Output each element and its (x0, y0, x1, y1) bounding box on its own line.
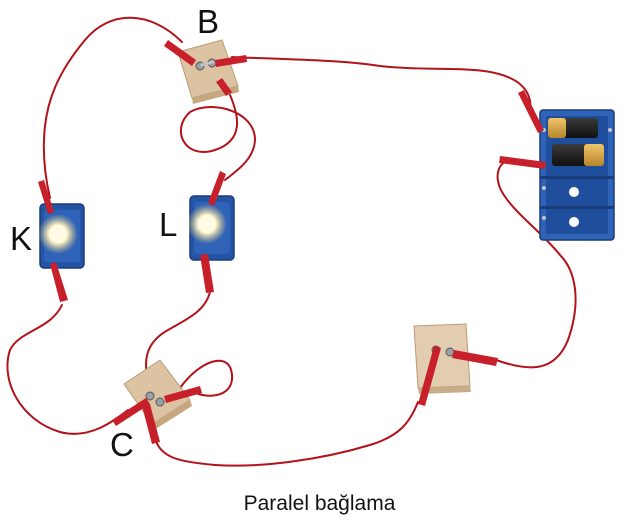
switch-c (112, 359, 202, 444)
wire-switch-to-battery (495, 159, 577, 369)
clip-icon (142, 404, 160, 444)
wire-b-to-l (179, 85, 257, 181)
clip-icon (50, 262, 68, 302)
wire-c-to-switch (154, 401, 419, 467)
battery-holder (499, 90, 615, 241)
wire-c-loop (179, 359, 234, 397)
clip-icon (418, 346, 441, 406)
clip-icon (38, 180, 54, 214)
bulb-l (187, 171, 235, 293)
clip-icon (215, 55, 247, 67)
switch-b (164, 39, 247, 104)
clip-icon (499, 156, 546, 169)
wire-k-to-c (6, 304, 129, 435)
clip-icon (216, 78, 232, 96)
wires (6, 16, 577, 467)
clip-icon (518, 90, 544, 133)
label-c: C (110, 426, 134, 463)
label-k: K (10, 220, 33, 257)
clip-icon (200, 254, 214, 293)
clip-icon (164, 40, 196, 66)
clip-icon (112, 398, 150, 426)
clip-icon (208, 171, 226, 206)
caption: Paralel bağlama (243, 492, 396, 515)
label-b: B (197, 3, 220, 40)
label-l: L (159, 206, 178, 243)
clip-icon (452, 350, 498, 366)
bulb-k (38, 180, 85, 302)
clip-icon (164, 386, 202, 403)
wire-l-to-c (145, 291, 211, 381)
wire-b-to-battery (231, 56, 532, 113)
switch-right (413, 323, 498, 406)
wire-b-to-k (42, 16, 183, 199)
